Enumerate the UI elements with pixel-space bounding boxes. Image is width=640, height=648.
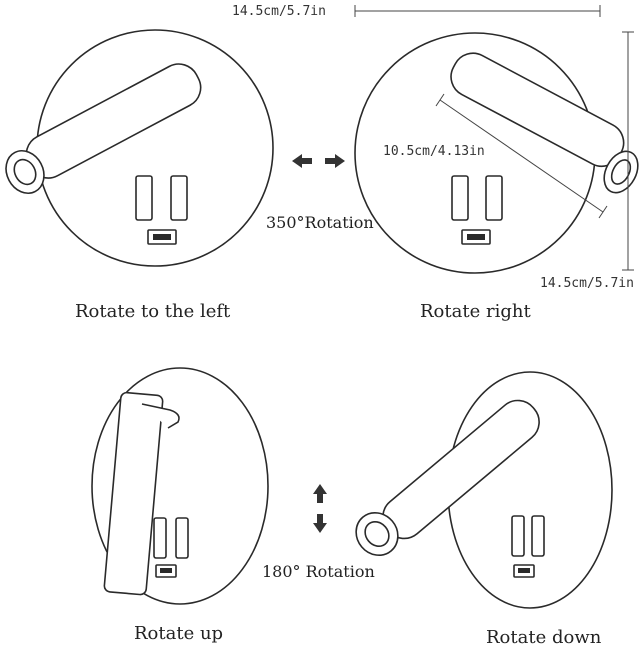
width-label: 14.5cm/5.7in bbox=[232, 4, 326, 19]
up-down-arrows-icon bbox=[313, 484, 327, 533]
caption-rotate-down: Rotate down bbox=[486, 627, 602, 648]
switch-left bbox=[135, 175, 153, 221]
width-dimension bbox=[354, 5, 601, 17]
left-right-arrows-icon bbox=[292, 154, 345, 168]
switch-left bbox=[451, 175, 469, 221]
usb-port bbox=[513, 564, 535, 578]
lamp-lens-outer bbox=[355, 512, 399, 556]
usb-port bbox=[155, 564, 177, 578]
vertical-rotation-label: 180° Rotation bbox=[262, 562, 375, 581]
height-dimension bbox=[622, 31, 634, 271]
lamp-rotate-left bbox=[5, 29, 274, 267]
horizontal-rotation-label: 350°Rotation bbox=[266, 213, 374, 232]
arm-length-label: 10.5cm/4.13in bbox=[383, 144, 485, 159]
switch-left bbox=[511, 515, 525, 557]
usb-port bbox=[461, 229, 491, 245]
usb-port bbox=[147, 229, 177, 245]
lamp-rotate-down bbox=[355, 371, 613, 609]
height-label: 14.5cm/5.7in bbox=[540, 276, 634, 291]
lamp-lens-inner bbox=[13, 158, 37, 186]
switch-right bbox=[170, 175, 188, 221]
caption-rotate-right: Rotate right bbox=[420, 301, 531, 322]
lamp-lens-inner bbox=[364, 520, 390, 548]
lamp-arm bbox=[103, 391, 164, 596]
switch-left bbox=[153, 517, 167, 559]
switch-right bbox=[485, 175, 503, 221]
caption-rotate-up: Rotate up bbox=[134, 623, 223, 644]
lamp-lens-outer bbox=[5, 150, 45, 194]
lamp-rotate-right bbox=[354, 32, 639, 274]
arm-dimension-line bbox=[439, 99, 604, 213]
lamp-rotate-up bbox=[91, 367, 269, 605]
switch-right bbox=[175, 517, 189, 559]
switch-right bbox=[531, 515, 545, 557]
caption-rotate-left: Rotate to the left bbox=[75, 301, 231, 322]
